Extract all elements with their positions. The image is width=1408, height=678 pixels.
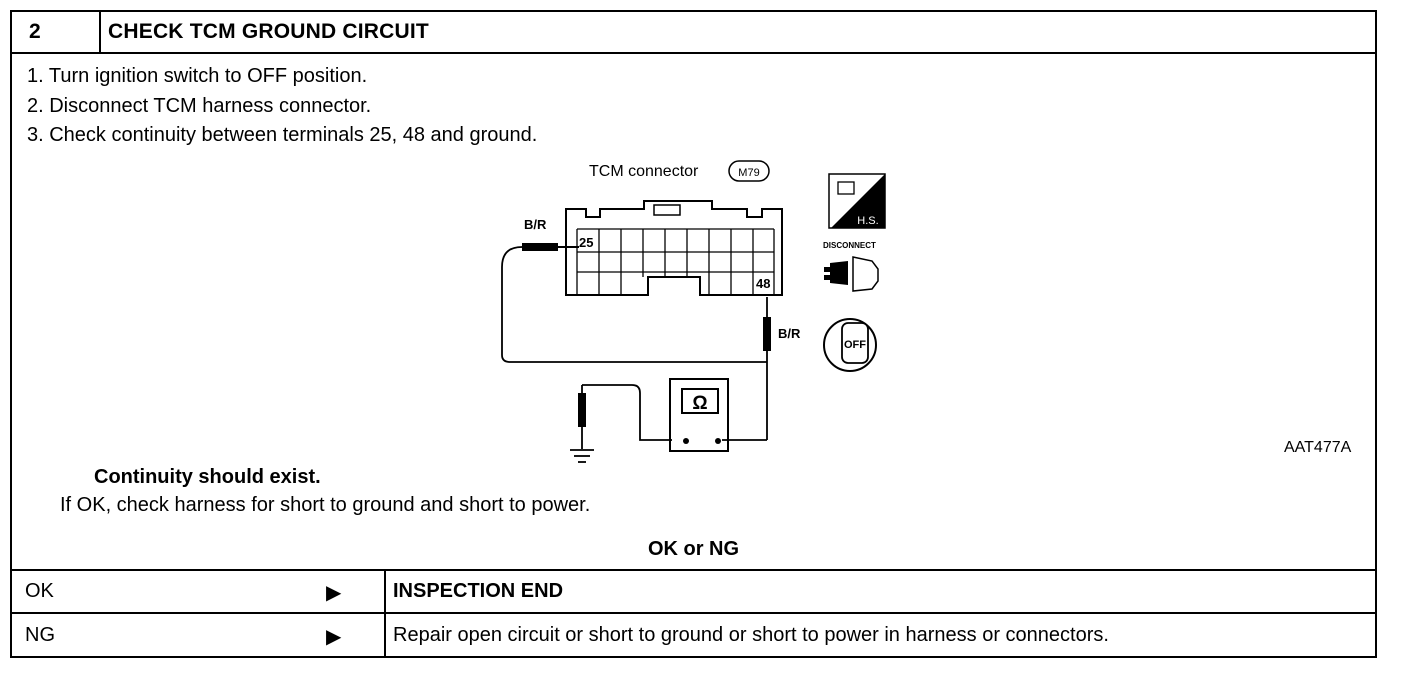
- arrow-right-icon: ▶: [326, 582, 342, 604]
- tcm-connector: [565, 200, 783, 296]
- disconnect-icon-label: DISCONNECT: [823, 241, 876, 250]
- probe-ground: [578, 393, 586, 427]
- connector-label: TCM connector: [589, 163, 699, 180]
- expected-result: Continuity should exist.: [94, 466, 321, 488]
- decision-label: OK or NG: [647, 538, 740, 560]
- figure-id: AAT477A: [1284, 439, 1352, 456]
- procedure-step: 1. Turn ignition switch to OFF position.: [27, 65, 368, 87]
- svg-text:M79: M79: [738, 167, 759, 179]
- outcome-action: INSPECTION END: [393, 580, 564, 602]
- connector-id-badge: M79: [728, 160, 770, 182]
- result-note: If OK, check harness for short to ground…: [60, 494, 591, 516]
- outcome-label: NG: [25, 624, 55, 646]
- disconnect-icon: [824, 256, 879, 292]
- arrow-right-icon: ▶: [326, 626, 342, 648]
- divider: [12, 612, 1375, 614]
- svg-text:H.S.: H.S.: [857, 215, 878, 227]
- outcome-label: OK: [25, 580, 54, 602]
- probe-right: [763, 317, 771, 351]
- wire-color-left: B/R: [524, 217, 547, 232]
- ohm-symbol: Ω: [692, 393, 707, 414]
- procedure-step: 2. Disconnect TCM harness connector.: [27, 94, 372, 117]
- divider: [12, 569, 1375, 571]
- wire-color-right: B/R: [778, 326, 801, 341]
- harness-side-icon: H.S.: [828, 173, 886, 229]
- probe-left: [522, 243, 579, 251]
- step-number: 2: [12, 12, 101, 52]
- ground-symbol: [570, 449, 594, 463]
- ignition-off-icon: OFF: [823, 318, 877, 372]
- terminal-25-label: 25: [579, 235, 593, 250]
- procedure-step: 3. Check continuity between terminals 25…: [27, 124, 538, 146]
- svg-text:OFF: OFF: [844, 339, 866, 351]
- terminal-48-label: 48: [756, 276, 770, 291]
- column-divider: [384, 571, 386, 658]
- ohmmeter: [669, 378, 729, 452]
- inspection-step-panel: 2 CHECK TCM GROUND CIRCUIT 1. Turn ignit…: [10, 10, 1377, 658]
- procedure-steps: 1. Turn ignition switch to OFF position.…: [27, 62, 537, 151]
- continuity-check-diagram: TCM connector M79: [501, 160, 886, 463]
- step-title: CHECK TCM GROUND CIRCUIT: [108, 20, 429, 43]
- step-header: 2 CHECK TCM GROUND CIRCUIT: [12, 12, 1375, 54]
- outcome-action: Repair open circuit or short to ground o…: [393, 624, 1109, 646]
